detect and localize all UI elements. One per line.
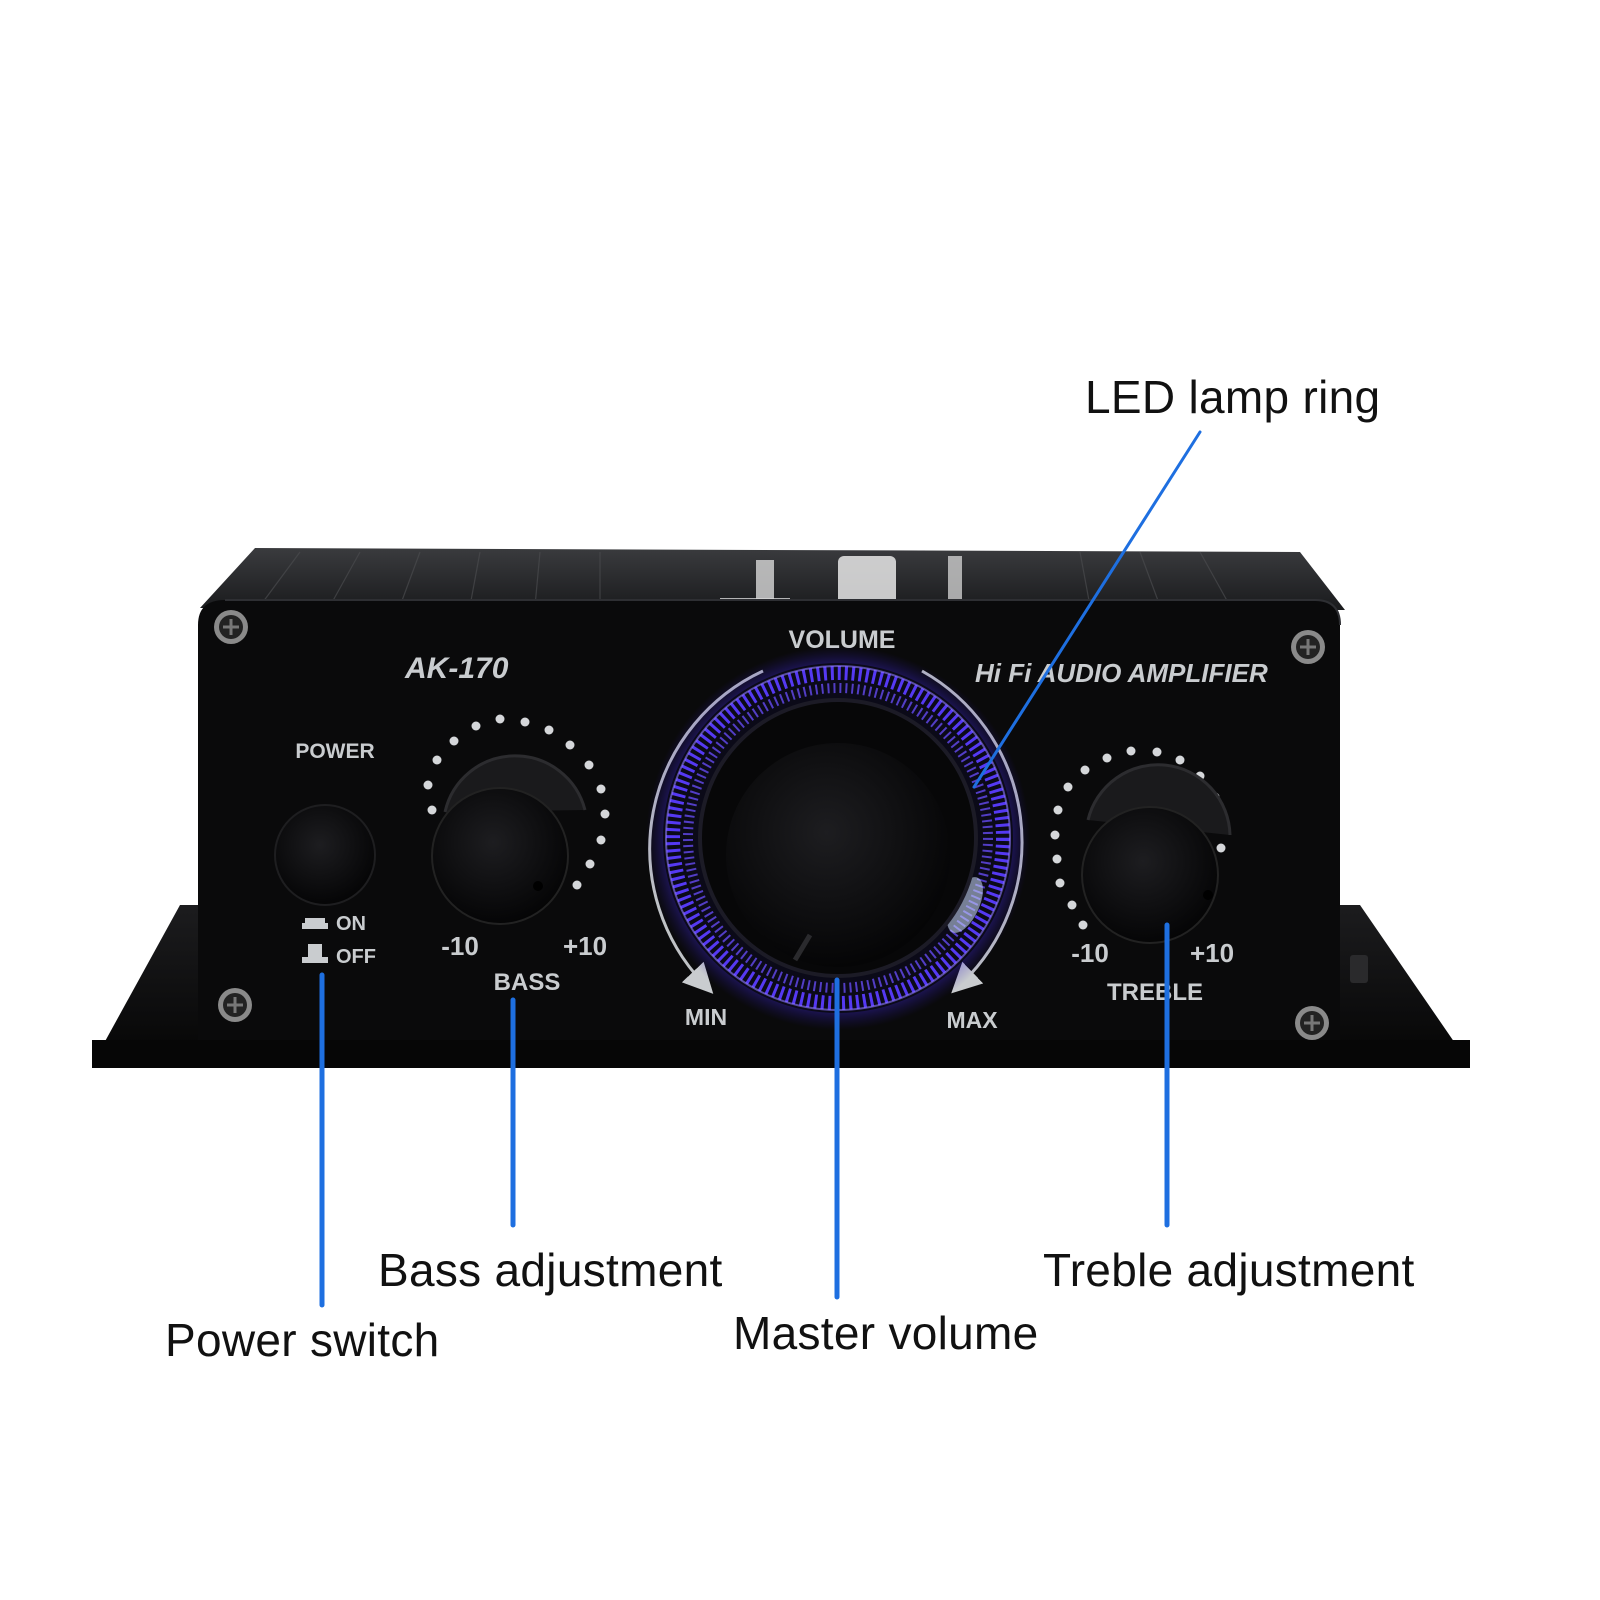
callout-power: Power switch	[165, 1314, 440, 1366]
led-ring-leader-line	[972, 430, 1202, 789]
treble-min-label: -10	[1071, 938, 1109, 968]
treble-label: TREBLE	[1107, 979, 1203, 1006]
volume-max-label: MAX	[946, 1007, 998, 1033]
panel-screws	[214, 610, 1329, 1040]
volume-min-label: MIN	[685, 1004, 727, 1030]
treble-knob[interactable]	[1081, 806, 1219, 944]
bass-scale-dots	[423, 714, 610, 890]
callout-treble: Treble adjustment	[1043, 1244, 1415, 1296]
treble-max-label: +10	[1190, 938, 1234, 968]
screw-icon	[214, 610, 248, 644]
callout-led-ring: LED lamp ring	[1085, 371, 1381, 423]
bass-section: -10 +10 BASS	[423, 714, 610, 996]
screw-icon	[218, 988, 252, 1022]
volume-section: VOLUME MIN MAX	[646, 626, 1030, 1033]
master-volume-knob[interactable]	[726, 743, 950, 967]
on-state-icon	[302, 923, 328, 929]
treble-section: -10 +10 TREBLE	[1050, 746, 1234, 1006]
brand-line: Hi Fi AUDIO AMPLIFIER	[975, 658, 1268, 688]
power-section: POWER ON OFF	[274, 740, 376, 968]
power-label: POWER	[295, 740, 374, 763]
off-state-icon	[302, 957, 328, 963]
screw-icon	[1295, 1006, 1329, 1040]
bass-label: BASS	[494, 969, 561, 996]
screw-icon	[1291, 630, 1325, 664]
model-label: AK-170	[404, 652, 509, 685]
bass-max-label: +10	[563, 931, 607, 961]
off-label: OFF	[336, 946, 376, 968]
chassis-top	[200, 548, 1345, 610]
on-label: ON	[336, 913, 366, 935]
callout-lines	[319, 430, 1202, 1308]
bass-min-label: -10	[441, 931, 479, 961]
callout-bass: Bass adjustment	[378, 1244, 723, 1296]
power-button[interactable]	[274, 804, 376, 906]
bass-knob[interactable]	[431, 787, 569, 925]
treble-scale-dots	[1050, 746, 1227, 930]
callout-volume: Master volume	[733, 1307, 1039, 1359]
